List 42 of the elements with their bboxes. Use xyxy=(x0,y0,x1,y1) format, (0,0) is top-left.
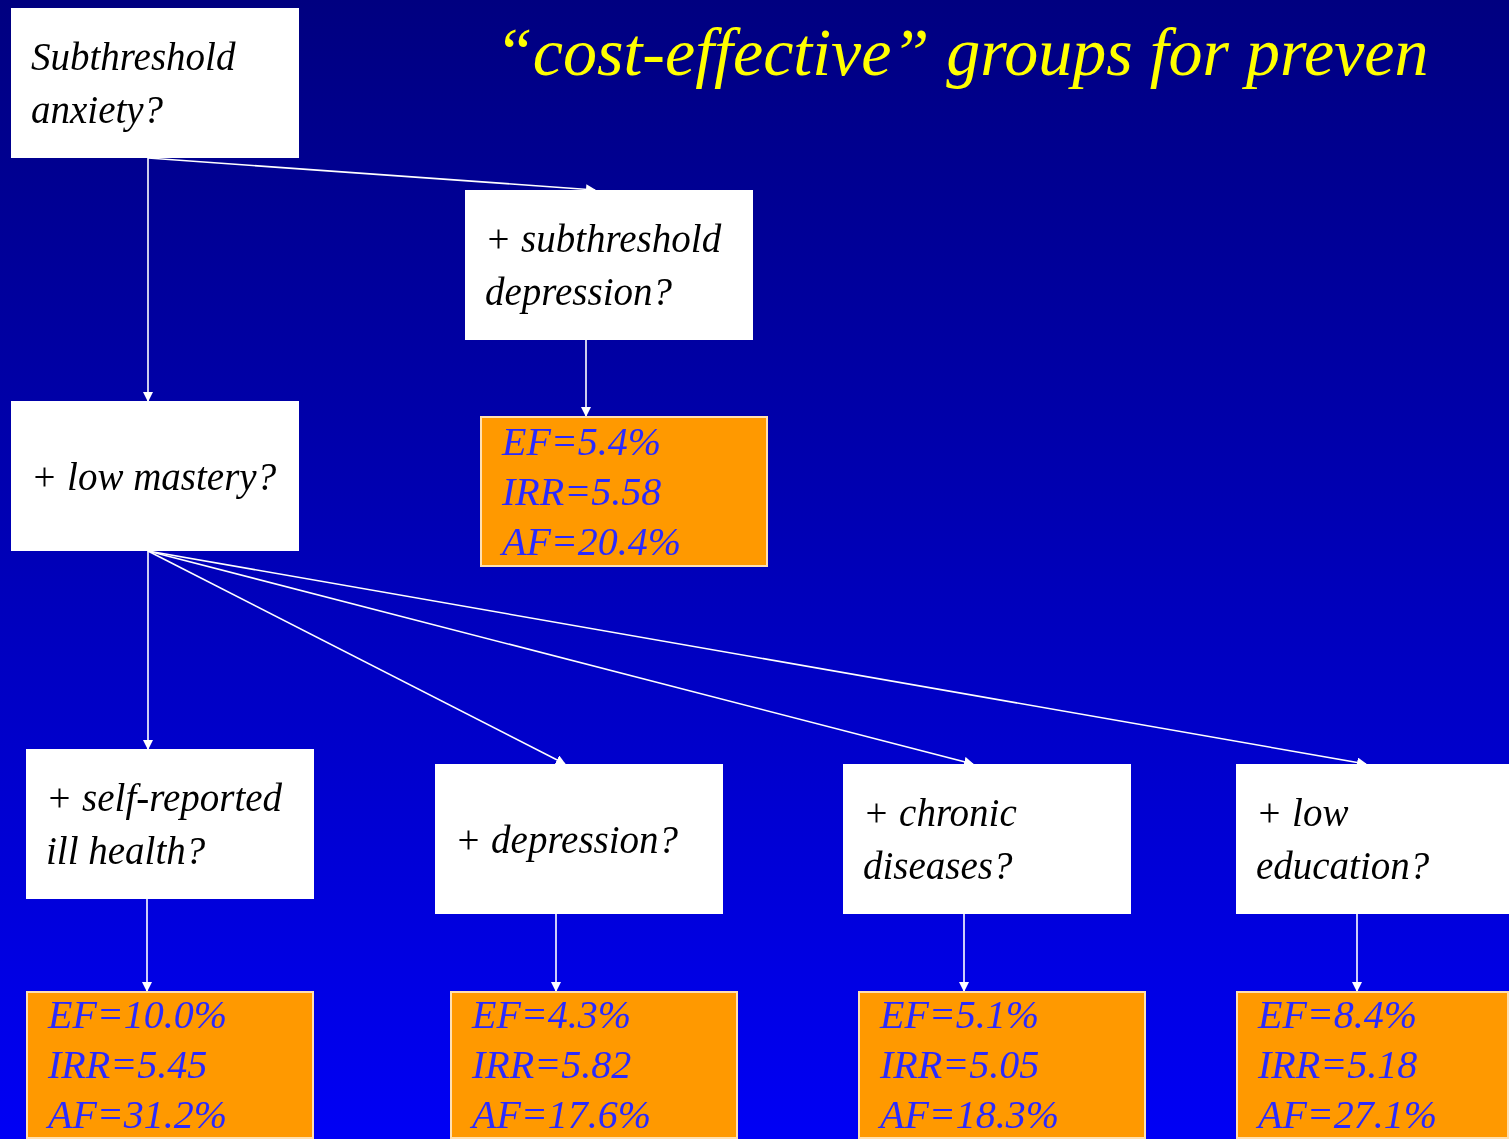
question-box xyxy=(11,401,299,551)
statistic-text: EF=4.3% xyxy=(472,991,633,1039)
statistic-text: IRR=5.45 xyxy=(48,1041,209,1089)
statistic-text: IRR=5.82 xyxy=(472,1041,633,1089)
statistic-text: EF=10.0% xyxy=(48,991,229,1039)
arrow xyxy=(143,157,153,402)
statistic-text: AF=31.2% xyxy=(48,1091,229,1139)
arrow xyxy=(551,913,561,992)
question-text: + chronic diseases? xyxy=(863,790,1018,889)
result-box xyxy=(450,991,738,1139)
question-box xyxy=(435,764,723,914)
result-box xyxy=(1236,991,1509,1139)
question-text: + self-reported ill health? xyxy=(46,775,284,874)
question-box xyxy=(11,8,299,158)
arrow xyxy=(959,913,969,992)
arrow xyxy=(1352,913,1362,992)
statistic-text: EF=5.1% xyxy=(880,991,1041,1039)
statistic-text: AF=17.6% xyxy=(472,1091,653,1139)
statistic-text: IRR=5.58 xyxy=(502,467,663,516)
question-box xyxy=(26,749,314,899)
statistic-text: AF=20.4% xyxy=(502,517,683,566)
question-text: + subthreshold depression? xyxy=(485,216,723,316)
result-box xyxy=(26,991,314,1139)
statistic-text: EF=5.4% xyxy=(502,417,663,466)
result-box xyxy=(480,416,768,567)
question-text: + depression? xyxy=(455,816,680,864)
statistic-text: IRR=5.05 xyxy=(880,1041,1041,1089)
question-text: + low mastery? xyxy=(31,453,278,501)
arrow xyxy=(581,339,591,417)
question-box xyxy=(1236,764,1509,914)
result-box xyxy=(858,991,1146,1139)
arrow xyxy=(147,550,566,765)
question-text: + low education? xyxy=(1256,790,1431,889)
statistic-text: IRR=5.18 xyxy=(1258,1041,1419,1089)
statistic-text: AF=18.3% xyxy=(880,1091,1061,1139)
statistic-text: AF=27.1% xyxy=(1258,1091,1439,1139)
arrow xyxy=(143,550,153,750)
question-text: Subthreshold anxiety? xyxy=(31,34,237,134)
question-box xyxy=(843,764,1131,914)
question-box xyxy=(465,190,753,340)
arrow xyxy=(142,898,152,992)
statistic-text: EF=8.4% xyxy=(1258,991,1419,1039)
